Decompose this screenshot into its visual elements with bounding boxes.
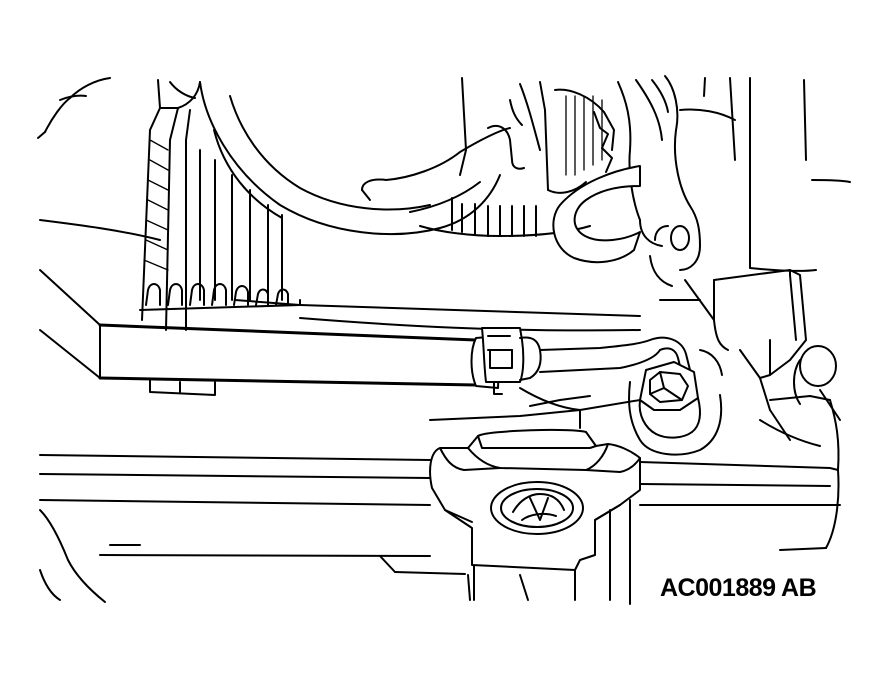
figure-code: AC001889 AB [660, 574, 817, 602]
mount-bracket [429, 428, 641, 605]
tube-clip [470, 327, 691, 395]
right-bracket [552, 75, 851, 379]
upper-hose [199, 81, 511, 235]
right-edge [779, 399, 840, 551]
engine-block [419, 77, 615, 237]
right-knob [739, 339, 841, 447]
crossmember [39, 387, 841, 506]
upper-left-housing [37, 77, 201, 139]
bolt-fitting [628, 349, 723, 456]
horizontal-tubes [39, 219, 641, 396]
lower-left-housing [39, 509, 529, 603]
radiator-fins [139, 107, 301, 331]
